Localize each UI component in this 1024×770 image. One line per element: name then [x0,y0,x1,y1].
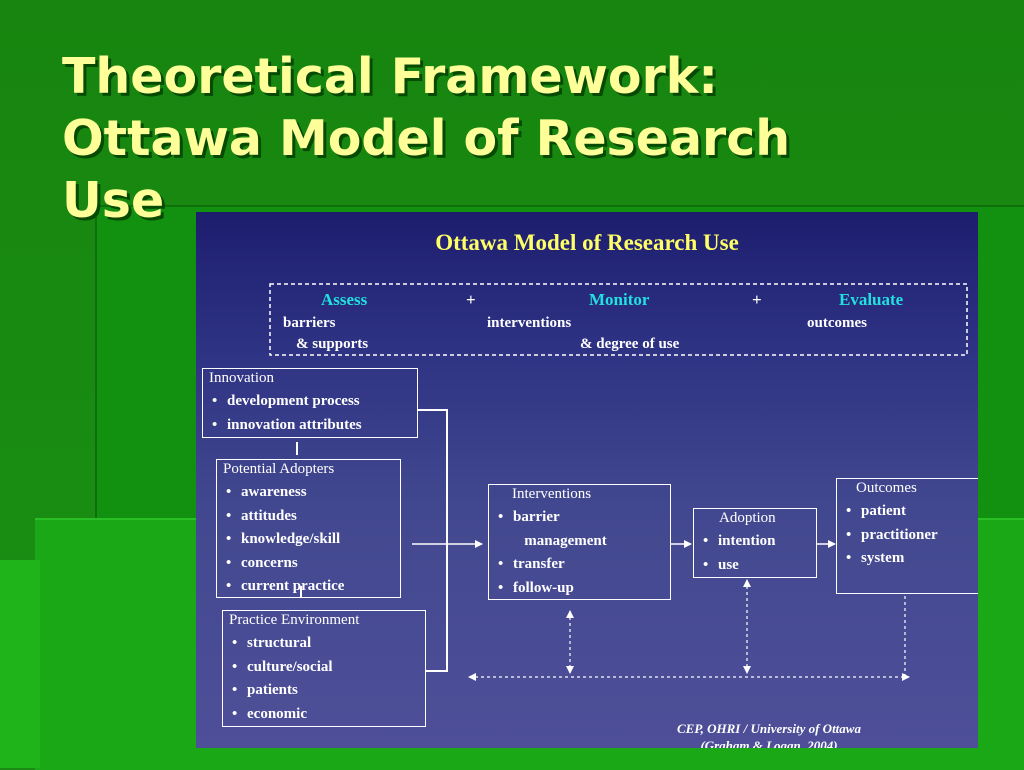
assess-monitor-evaluate-frame [269,283,968,356]
monitor-label: Monitor [589,290,650,309]
outcomes-heading: Outcomes [856,480,917,496]
list-item: •awareness [226,484,307,500]
adoption-box: Adoption •intention •use [693,508,817,578]
list-item: •patients [232,682,298,698]
list-item: •intention [703,533,776,549]
list-item: •knowledge/skill [226,531,341,547]
list-item: •follow-up [498,579,574,596]
list-item: •development process [212,393,360,409]
bracket-line [418,409,448,672]
background-corner [0,560,40,768]
diagram-connectors [269,283,968,681]
list-item: •transfer [498,556,565,572]
list-item: •barrier [498,509,560,525]
credit: CEP, OHRI / University of Ottawa (Graham… [654,720,884,748]
practice-environment-heading: Practice Environment [229,612,360,628]
credit-line-2: (Graham & Logan, 2004) [700,738,838,748]
list-item: •use [703,556,739,573]
slide-title: Theoretical Framework: Ottawa Model of R… [62,46,790,232]
list-item: •culture/social [232,658,333,675]
list-item: •current practice [226,578,345,594]
innovation-heading: Innovation [209,370,274,386]
practice-environment-box: Practice Environment •structural •cultur… [222,610,426,727]
outcomes-label: outcomes [807,315,867,331]
supports-label: & supports [296,336,369,352]
slide-title-line-3: Use [62,172,165,229]
diagram-title: Ottawa Model of Research Use [435,230,739,255]
list-item: •attitudes [226,507,297,524]
slide-title-line-1: Theoretical Framework: [62,48,718,105]
evaluate-label: Evaluate [839,290,904,309]
ottawa-model-diagram: Ottawa Model of Research Use Assess + Mo… [196,212,978,748]
list-item: •economic [232,705,307,722]
interventions-heading: Interventions [512,486,592,502]
list-item: management [524,532,607,549]
list-item: •practitioner [846,526,938,543]
list-item: •patient [846,503,906,519]
potential-adopters-heading: Potential Adopters [223,461,335,477]
assess-label: Assess [321,290,368,309]
plus-sign: + [466,290,476,309]
list-item: •structural [232,635,312,651]
adoption-heading: Adoption [719,510,776,526]
list-item: •system [846,550,905,566]
outcomes-box: Outcomes •patient •practitioner •system [836,478,978,594]
interventions-label: interventions [487,315,572,331]
plus-sign: + [752,290,762,309]
potential-adopters-box: Potential Adopters •awareness •attitudes… [216,459,401,598]
slide-title-line-2: Ottawa Model of Research [62,110,791,167]
interventions-box: Interventions •barrier management •trans… [488,484,671,600]
degree-of-use-label: & degree of use [580,336,680,352]
credit-line-1: CEP, OHRI / University of Ottawa [677,721,861,736]
list-item: •innovation attributes [212,416,362,433]
innovation-box: Innovation •development process •innovat… [202,368,418,438]
barriers-label: barriers [283,315,336,331]
list-item: •concerns [226,554,298,571]
